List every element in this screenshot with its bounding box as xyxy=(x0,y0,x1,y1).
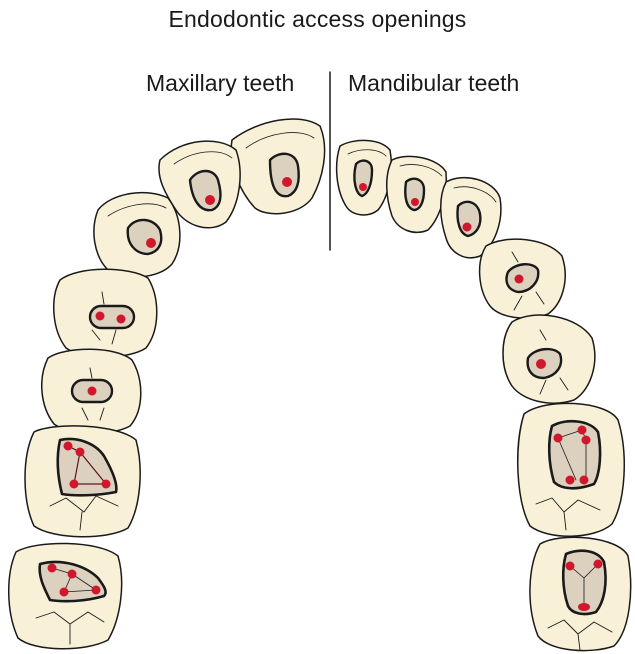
canal-orifice-mb2 xyxy=(76,448,85,457)
canal-orifice xyxy=(359,183,367,191)
canal-orifice xyxy=(282,177,292,187)
canal-orifice xyxy=(68,570,77,579)
canal-orifice xyxy=(566,562,575,571)
maxillary-second-molar xyxy=(9,543,122,648)
mandibular-first-premolar xyxy=(480,239,566,318)
mandibular-second-molar xyxy=(530,537,631,650)
canal-orifice xyxy=(594,560,603,569)
canal-orifice xyxy=(88,387,97,396)
canal-orifice xyxy=(515,275,524,284)
canal-orifice-d2 xyxy=(580,476,589,485)
canal-orifice xyxy=(96,312,105,321)
canal-orifice-ml xyxy=(578,426,587,435)
mandibular-first-molar xyxy=(518,403,625,536)
canal-orifice-d xyxy=(566,476,575,485)
maxillary-central-incisor xyxy=(231,119,324,214)
canal-orifice xyxy=(117,315,126,324)
canal-orifice xyxy=(582,436,591,445)
canal-orifice xyxy=(48,564,57,573)
canal-orifice xyxy=(463,223,472,232)
canal-orifice xyxy=(411,198,419,206)
canal-orifice xyxy=(92,586,101,595)
maxillary-canine xyxy=(94,193,180,277)
canal-orifice xyxy=(205,195,215,205)
maxillary-first-premolar xyxy=(54,269,157,357)
canal-orifice-p xyxy=(102,480,111,489)
mandibular-lateral-incisor xyxy=(387,156,447,232)
maxillary-first-molar xyxy=(25,426,140,537)
canal-orifice xyxy=(578,603,590,611)
canal-orifice xyxy=(536,359,546,369)
canal-orifice-mb xyxy=(554,434,563,443)
canal-orifice xyxy=(146,238,156,248)
canal-orifice-db xyxy=(70,480,79,489)
mandibular-second-premolar xyxy=(503,315,595,403)
canal-orifice-mb xyxy=(64,442,73,451)
mandibular-central-incisor xyxy=(337,140,392,215)
maxillary-second-premolar xyxy=(42,349,141,433)
canal-orifice xyxy=(60,588,69,597)
